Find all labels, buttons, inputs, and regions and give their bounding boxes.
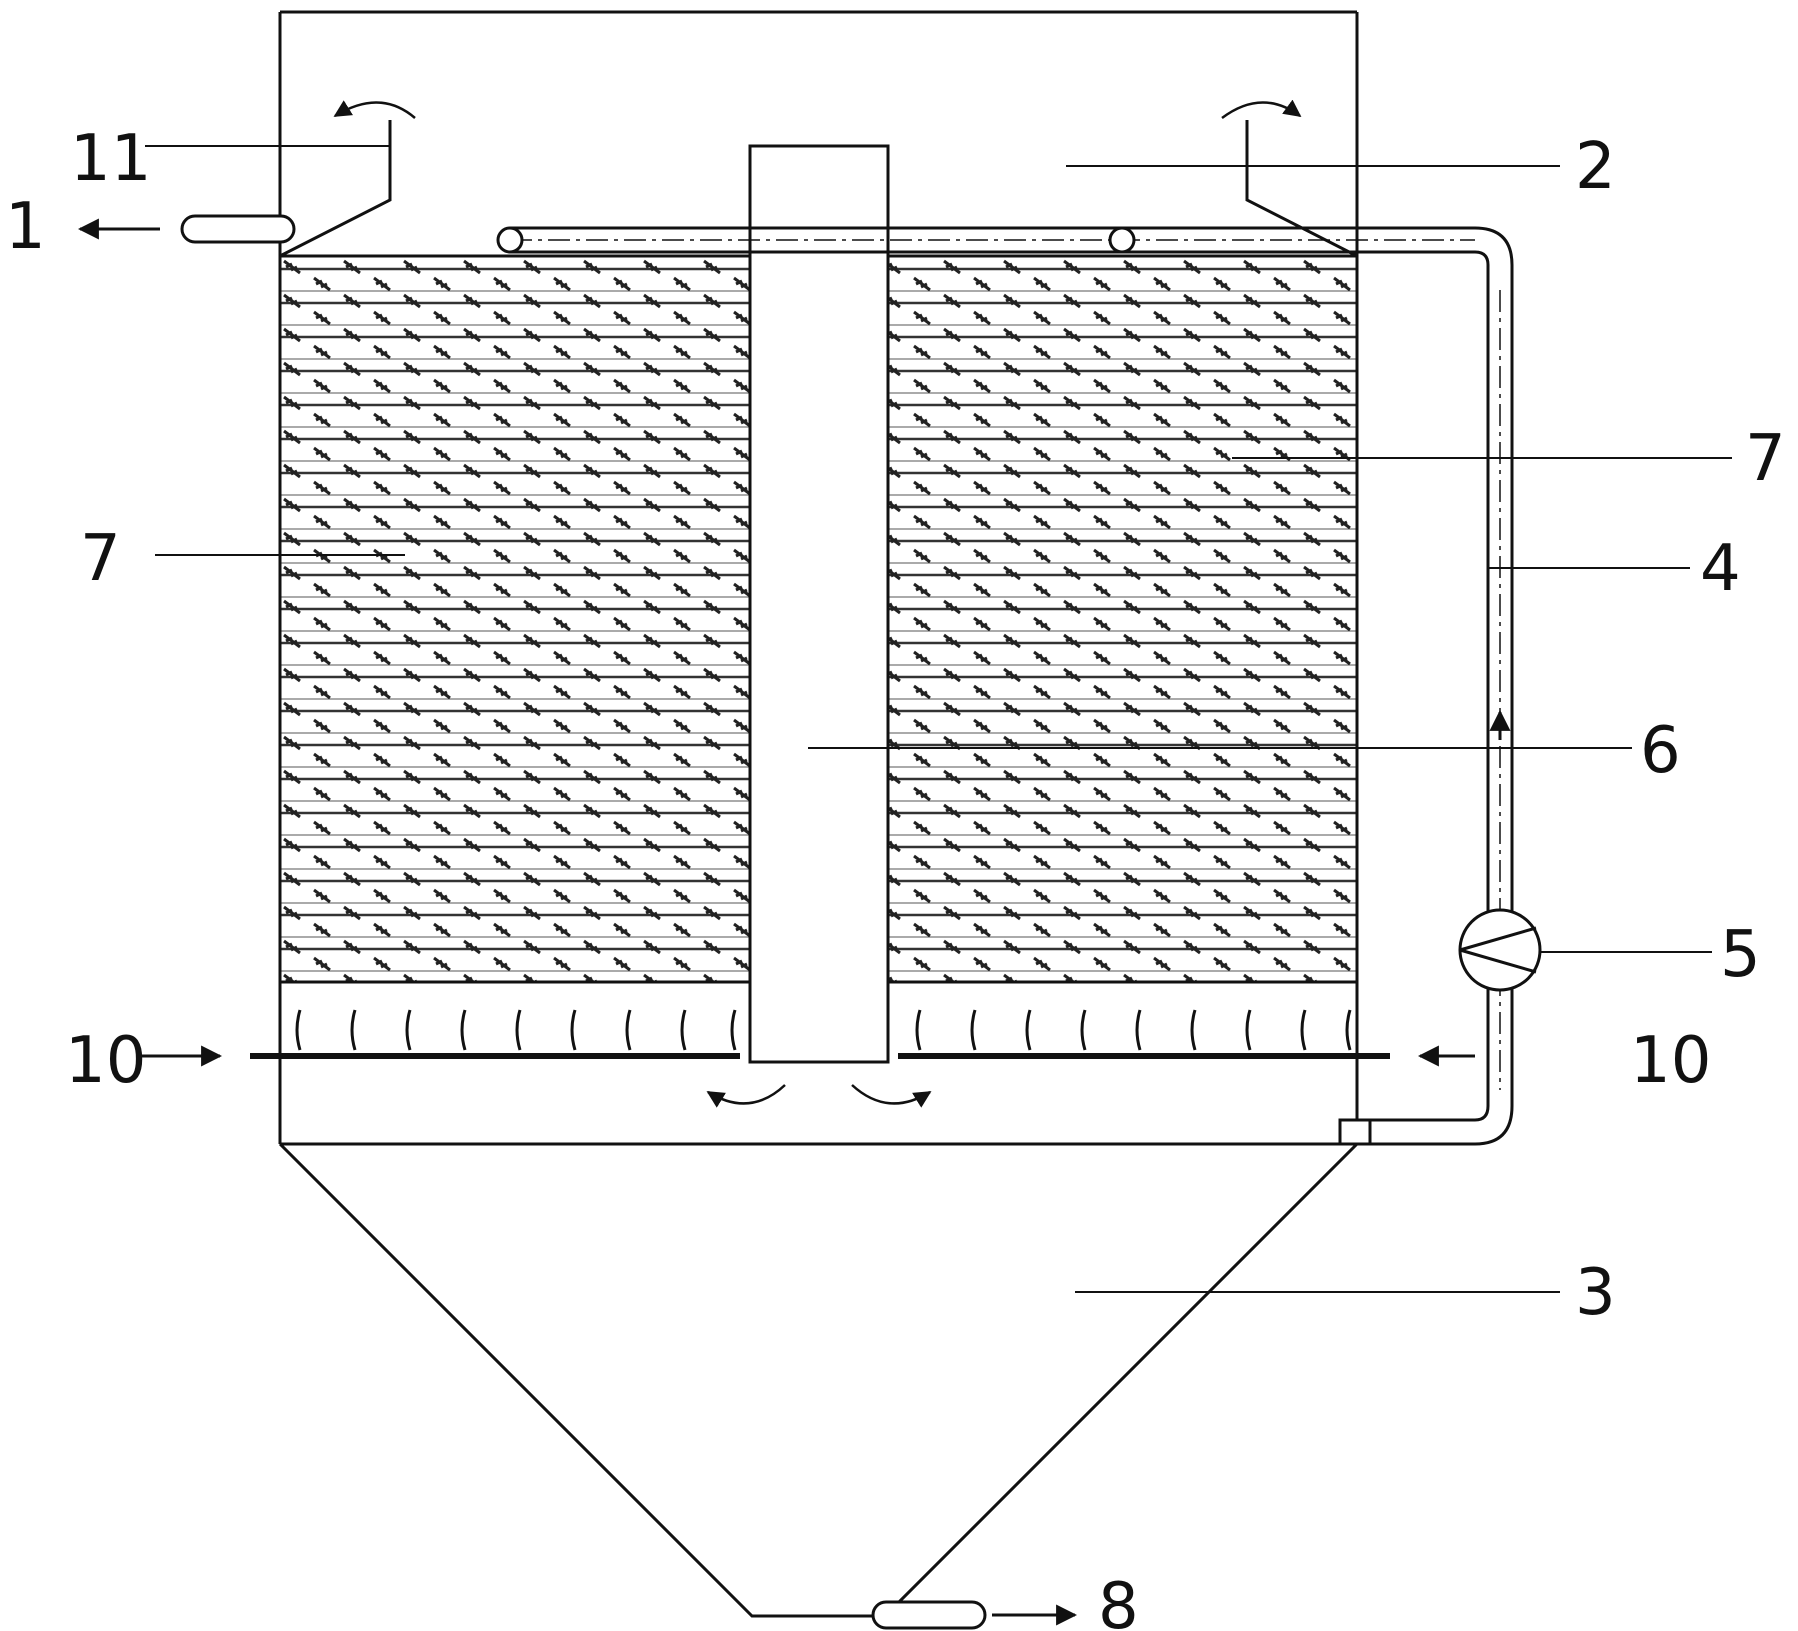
recirculation-pipe xyxy=(1338,226,1514,1146)
label-1: 1 xyxy=(5,190,46,264)
label-11: 11 xyxy=(70,122,151,196)
recirculation-pump xyxy=(1458,908,1542,992)
flow-arrows xyxy=(333,99,1302,1108)
top-distribution-pipe xyxy=(496,226,1475,254)
sludge-outlet xyxy=(871,1600,1078,1630)
label-7-left: 7 xyxy=(80,522,121,596)
label-2: 2 xyxy=(1575,130,1616,204)
sludge-hopper xyxy=(278,1142,1359,1618)
label-5: 5 xyxy=(1720,918,1761,992)
overflow-weir-left xyxy=(279,120,392,258)
label-10-right: 10 xyxy=(1630,1024,1711,1098)
label-3: 3 xyxy=(1575,1256,1616,1330)
aeration-pipe-left xyxy=(140,1009,740,1067)
effluent-pipe xyxy=(77,214,296,244)
media-bed-left xyxy=(280,256,750,982)
media-bed-right xyxy=(888,256,1356,982)
label-6: 6 xyxy=(1640,714,1681,788)
overflow-weir-right xyxy=(1245,120,1358,258)
leader-lines xyxy=(145,145,1732,1293)
tank-outline xyxy=(278,10,1359,1146)
label-8: 8 xyxy=(1098,1570,1139,1631)
aeration-pipe-right xyxy=(898,1009,1475,1067)
central-tube xyxy=(748,144,890,1064)
label-10-left: 10 xyxy=(65,1024,146,1098)
label-7-right: 7 xyxy=(1745,422,1786,496)
label-4: 4 xyxy=(1700,532,1741,606)
